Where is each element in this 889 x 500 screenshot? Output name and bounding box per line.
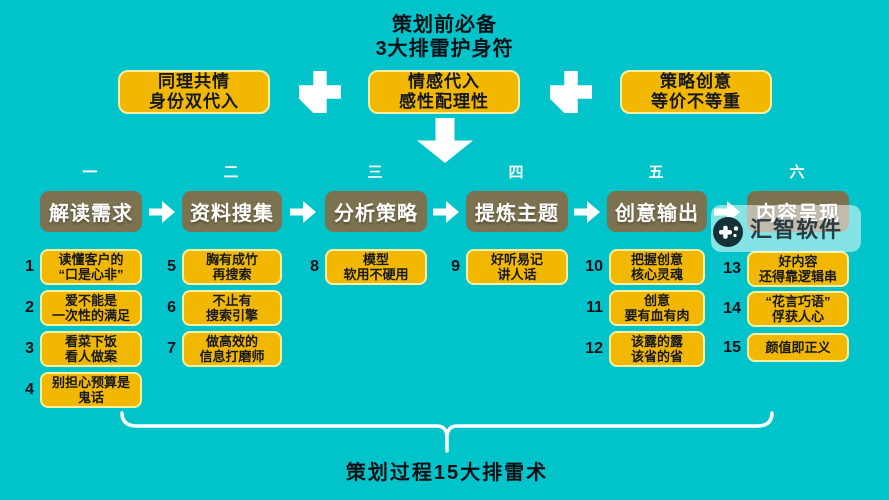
tip-box-5: 胸有成竹 再搜索 <box>182 249 282 285</box>
tip-7-line1: 做高效的 <box>205 333 258 349</box>
tip-number-13: 13 <box>723 260 741 277</box>
amulet-2-line1: 情感代入 <box>408 72 480 91</box>
amulet-2-line2: 感性配理性 <box>399 92 489 111</box>
tip-box-6: 不止有 搜索引擎 <box>182 290 282 326</box>
tip-8-line2: 软用不硬用 <box>343 267 409 282</box>
tip-box-1: 读懂客户的 “口是心非” <box>40 249 142 285</box>
tip-box-3: 看菜下饭 看人做案 <box>40 331 142 367</box>
tip-box-13: 好内容 还得靠逻辑串 <box>747 251 849 287</box>
amulet-box-1: 同理共情 身份双代入 <box>118 70 270 114</box>
tip-8-line1: 模型 <box>362 251 389 267</box>
stage-numeral-4: 四 <box>508 164 526 181</box>
tip-number-4: 4 <box>25 381 34 398</box>
tip-number-15: 15 <box>723 338 741 356</box>
tip-number-11: 11 <box>586 299 603 316</box>
footer-label: 策划过程15大排雷术 <box>345 462 549 484</box>
tip-box-11: 创意 要有血有肉 <box>609 290 705 326</box>
tip-4-line1: 别担心预算是 <box>51 374 130 390</box>
stage-header-2: 资料搜集 <box>182 191 282 232</box>
right-arrow-icon <box>433 201 459 223</box>
tip-14-line1: “花言巧语” <box>765 293 831 309</box>
page-title-line1: 策划前必备 <box>392 14 497 36</box>
tip-2-line2: 一次性的满足 <box>51 308 130 323</box>
tip-number-14: 14 <box>723 300 741 317</box>
stage-header-1: 解读需求 <box>40 191 142 232</box>
tip-5-line2: 再搜索 <box>212 267 252 282</box>
stage-header-3: 分析策略 <box>325 191 427 232</box>
tip-box-10: 把握创意 核心灵魂 <box>609 249 705 285</box>
tip-box-8: 模型 软用不硬用 <box>325 249 427 285</box>
tip-11-line1: 创意 <box>643 292 670 308</box>
tip-4-line2: 鬼话 <box>77 390 104 405</box>
amulet-3-line1: 策略创意 <box>660 72 732 91</box>
tip-3-line1: 看菜下饭 <box>64 333 117 349</box>
tip-9-line1: 好听易记 <box>490 251 543 267</box>
tip-7-line2: 信息打磨师 <box>199 349 265 364</box>
tip-10-line2: 核心灵魂 <box>630 267 683 282</box>
amulet-box-2: 情感代入 感性配理性 <box>368 70 520 114</box>
tip-number-7: 7 <box>167 340 176 357</box>
stage-header-4: 提炼主题 <box>466 191 568 232</box>
amulet-box-3: 策略创意 等价不等重 <box>620 70 772 114</box>
amulet-1-line2: 身份双代入 <box>149 92 239 111</box>
right-arrow-icon <box>574 201 600 223</box>
tip-13-line1: 好内容 <box>778 253 818 269</box>
amulet-1-line1: 同理共情 <box>158 72 230 91</box>
tip-2-line1: 爱不能是 <box>64 292 117 308</box>
tip-5-line1: 胸有成竹 <box>205 251 258 267</box>
stage-numeral-2: 二 <box>223 164 241 181</box>
tip-12-line2: 该省的省 <box>630 349 683 364</box>
stage-header-5: 创意输出 <box>607 191 707 232</box>
tip-box-14: “花言巧语” 俘获人心 <box>747 291 849 327</box>
stage-numeral-6: 六 <box>789 164 807 181</box>
tip-3-line2: 看人做案 <box>64 349 117 364</box>
plus-icon <box>550 71 592 113</box>
tip-number-8: 8 <box>310 258 319 275</box>
watermark-text: 汇智软件 <box>750 217 843 242</box>
down-arrow-icon <box>417 118 473 163</box>
tip-9-line2: 讲人话 <box>497 267 537 282</box>
right-arrow-icon <box>290 201 316 223</box>
right-arrow-icon <box>149 201 175 223</box>
tip-box-15: 颜值即正义 <box>747 333 849 362</box>
tip-number-10: 10 <box>585 258 603 275</box>
tip-1-line2: “口是心非” <box>58 267 124 282</box>
page-title-line2: 3大排雷护身符 <box>375 38 514 60</box>
tip-10-line1: 把握创意 <box>630 251 683 267</box>
tip-box-12: 该露的露 该省的省 <box>609 331 705 367</box>
tip-number-5: 5 <box>167 258 176 275</box>
game-controller-icon <box>713 217 743 247</box>
tip-box-2: 爱不能是 一次性的满足 <box>40 290 142 326</box>
stage-numeral-3: 三 <box>367 164 385 181</box>
under-brace <box>120 411 774 453</box>
tip-number-9: 9 <box>451 258 460 275</box>
tip-number-6: 6 <box>167 299 176 316</box>
tip-11-line2: 要有血有肉 <box>624 308 690 323</box>
tip-number-2: 2 <box>25 299 34 316</box>
tip-number-3: 3 <box>25 340 34 357</box>
tip-6-line2: 搜索引擎 <box>205 308 258 323</box>
stage-numeral-5: 五 <box>648 164 666 181</box>
plus-icon <box>299 71 341 113</box>
tip-number-12: 12 <box>585 340 603 357</box>
tip-15-line1: 颜值即正义 <box>765 339 831 355</box>
tip-box-4: 别担心预算是 鬼话 <box>40 372 142 408</box>
tip-14-line2: 俘获人心 <box>771 309 824 324</box>
tip-6-line1: 不止有 <box>212 292 252 308</box>
tip-number-1: 1 <box>25 258 34 275</box>
tip-13-line2: 还得靠逻辑串 <box>758 269 837 284</box>
page-title: 策划前必备 3大排雷护身符 <box>0 13 889 61</box>
tip-12-line1: 该露的露 <box>630 333 683 349</box>
amulet-3-line2: 等价不等重 <box>651 92 741 111</box>
stage-numeral-1: 一 <box>82 164 100 181</box>
tip-box-9: 好听易记 讲人话 <box>466 249 568 285</box>
tip-1-line1: 读懂客户的 <box>58 251 124 267</box>
tip-box-7: 做高效的 信息打磨师 <box>182 331 282 367</box>
